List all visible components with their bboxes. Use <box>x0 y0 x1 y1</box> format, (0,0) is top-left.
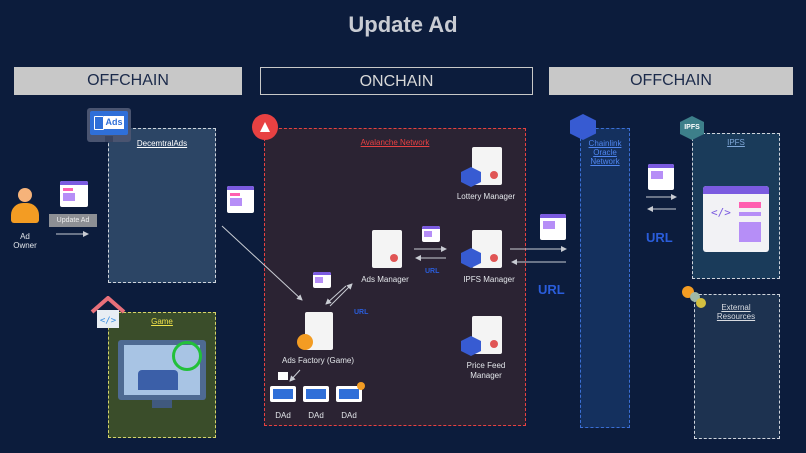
ad-webpage-icon-3 <box>422 226 440 242</box>
decentralads-label: DecemtralAds <box>136 139 188 148</box>
dad-badge-icon <box>357 382 365 390</box>
chainlink-panel <box>580 128 630 428</box>
avalanche-icon <box>252 114 278 140</box>
dad-icon-1 <box>270 386 296 402</box>
update-ad-button[interactable]: Update Ad <box>49 214 97 227</box>
external-label: External Resources <box>716 303 756 321</box>
ads-manager-label: Ads Manager <box>361 275 409 284</box>
dad-icon-2 <box>303 386 329 402</box>
decentralads-panel <box>108 128 216 283</box>
onchain-header: ONCHAIN <box>260 67 533 95</box>
coin-icon <box>690 292 700 302</box>
dad-label-2: DAd <box>308 411 324 420</box>
arrow-dads-to-factory <box>221 225 303 301</box>
lottery-manager-label: Lottery Manager <box>456 192 516 201</box>
url-icon-1: URL <box>425 268 440 275</box>
chainlink-label: Chainlink Oracle Network <box>588 139 622 166</box>
ads-manager-doc <box>372 230 402 268</box>
ipfs-panel-label: IPFS <box>727 138 745 147</box>
chainlink-hex-icon-2 <box>461 248 481 268</box>
lottery-manager-doc <box>472 147 502 185</box>
arrow-factory-to-adsmanager <box>329 283 353 307</box>
game-monitor-icon <box>118 340 208 410</box>
dad-label-3: DAd <box>341 411 357 420</box>
game-label: Game <box>151 317 173 326</box>
ad-owner-icon <box>10 188 40 224</box>
arrow-factory-to-dad <box>289 369 301 382</box>
ad-webpage-icon-2 <box>227 186 254 213</box>
url-icon-3: URL <box>538 282 565 297</box>
factory-badge-icon <box>297 334 313 350</box>
ad-webpage-icon-4 <box>313 272 331 288</box>
price-feed-manager-label: Price Feed Manager <box>466 361 506 380</box>
ipfs-badge-icon: IPFS <box>680 116 704 140</box>
dad-label-1: DAd <box>275 411 291 420</box>
dad-icon-3 <box>336 386 362 402</box>
chainlink-hex-icon <box>461 167 481 187</box>
coin-icon-2 <box>696 298 706 308</box>
ad-highlight-circle <box>172 341 202 371</box>
offchain-right-header: OFFCHAIN <box>549 67 793 95</box>
page-title: Update Ad <box>348 12 458 37</box>
svg-text:</>: </> <box>100 316 117 326</box>
ad-webpage-icon-6 <box>648 164 674 190</box>
arrow-adsmanager-to-factory <box>325 285 347 305</box>
dads-logo-text: Ads <box>104 116 124 129</box>
offchain-left-header: OFFCHAIN <box>14 67 242 95</box>
small-dad-icon <box>278 372 288 380</box>
url-icon-2: URL <box>354 309 369 316</box>
ads-factory-label: Ads Factory (Game) <box>281 356 354 365</box>
game-house-icon: </> <box>90 295 126 330</box>
avalanche-label: Avalanche Network <box>360 138 430 147</box>
ipfs-manager-label: IPFS Manager <box>463 275 515 284</box>
ad-webpage-icon <box>60 181 88 207</box>
chainlink-hex-icon-3 <box>461 336 481 356</box>
decentralads-logo: Ads <box>87 108 131 142</box>
url-icon-4: URL <box>646 230 673 245</box>
external-panel <box>694 294 780 439</box>
ipfs-browser-icon: </> <box>703 186 769 252</box>
ad-webpage-icon-5 <box>540 214 566 240</box>
ad-owner-label: Ad Owner <box>13 232 37 250</box>
